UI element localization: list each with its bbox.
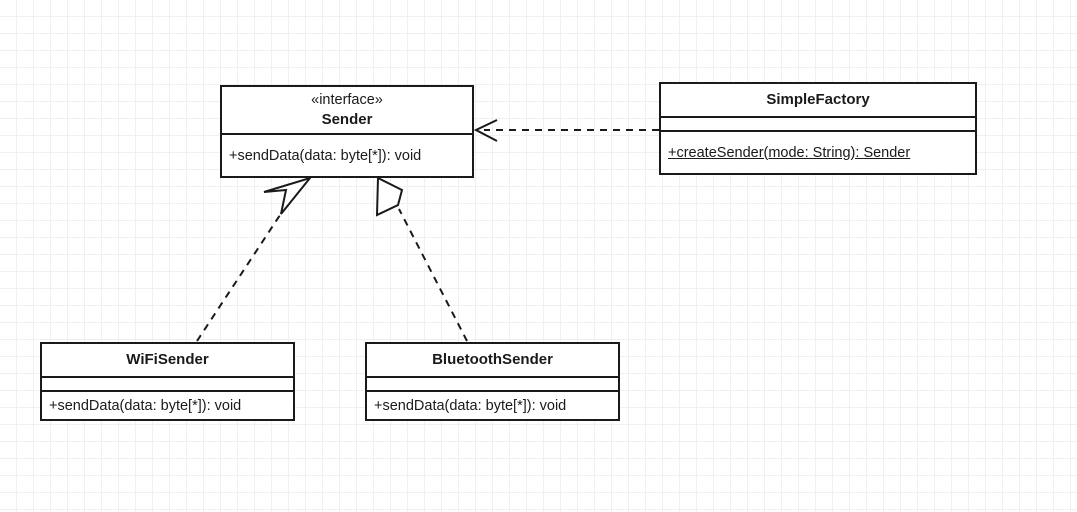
class-operations-compartment-wifisender: +sendData(data: byte[*]): void [42,390,293,419]
relationship-realization-wifi-to-sender[interactable] [196,176,313,342]
relationship-dependency-factory-to-sender[interactable] [473,119,659,142]
class-operations-compartment-simplefactory: +createSender(mode: String): Sender [661,130,975,173]
class-title-bluetoothsender: BluetoothSender [432,351,553,368]
operation-wifisender-senddata: +sendData(data: byte[*]): void [49,397,242,414]
class-name-compartment-bluetoothsender: BluetoothSender [367,344,618,376]
operation-sender-senddata: +sendData(data: byte[*]): void [229,147,422,164]
class-box-sender[interactable]: «interface» Sender +sendData(data: byte[… [220,85,474,178]
class-name-compartment-sender: «interface» Sender [222,87,472,133]
class-title-sender: Sender [321,110,373,128]
class-attributes-compartment-wifisender [42,376,293,390]
class-operations-compartment-bluetoothsender: +sendData(data: byte[*]): void [367,390,618,419]
class-attributes-compartment-bluetoothsender [367,376,618,390]
class-operations-compartment-sender: +sendData(data: byte[*]): void [222,133,472,176]
realization-dashed-line [196,208,285,342]
open-arrowhead-icon [473,119,498,142]
operation-simplefactory-createsender: +createSender(mode: String): Sender [668,144,911,161]
operation-bluetoothsender-senddata: +sendData(data: byte[*]): void [374,397,567,414]
relationship-realization-bluetooth-to-sender[interactable] [375,176,468,342]
class-title-simplefactory: SimpleFactory [766,91,870,108]
class-box-bluetoothsender[interactable]: BluetoothSender +sendData(data: byte[*])… [365,342,620,421]
class-name-compartment-simplefactory: SimpleFactory [661,84,975,116]
hollow-triangle-arrowhead-icon [263,176,313,215]
class-box-wifisender[interactable]: WiFiSender +sendData(data: byte[*]): voi… [40,342,295,421]
realization-dashed-line [398,208,468,342]
class-box-simplefactory[interactable]: SimpleFactory +createSender(mode: String… [659,82,977,175]
class-attributes-compartment-simplefactory [661,116,975,130]
class-stereotype-sender: «interface» [311,91,383,108]
class-name-compartment-wifisender: WiFiSender [42,344,293,376]
class-title-wifisender: WiFiSender [126,351,209,368]
hollow-triangle-arrowhead-icon [375,176,404,217]
